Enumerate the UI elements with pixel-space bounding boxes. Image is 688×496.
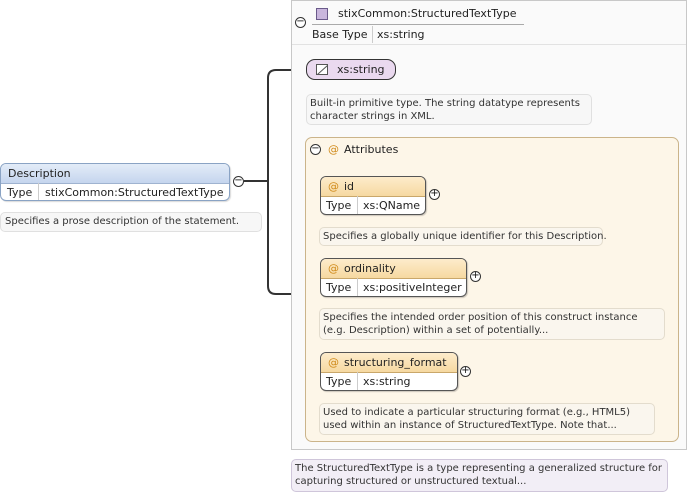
type-header-divider xyxy=(312,24,524,25)
type-documentation: The StructuredTextType is a type represe… xyxy=(291,459,668,492)
base-type-divider xyxy=(292,44,686,45)
type-header: stixCommon:StructuredTextType xyxy=(312,5,524,25)
base-type-separator xyxy=(372,26,373,43)
attribute-structuring-format[interactable]: @ structuring_format Type xs:string xyxy=(320,352,458,391)
attribute-ordinality-expand-icon[interactable]: + xyxy=(470,270,481,282)
attribute-symbol-icon: @ xyxy=(328,143,339,156)
simple-type-icon xyxy=(316,64,328,75)
description-element[interactable]: Description Type stixCommon:StructuredTe… xyxy=(0,163,230,201)
element-collapse-icon[interactable]: − xyxy=(233,175,244,187)
attribute-symbol-icon: @ xyxy=(328,180,339,193)
element-type-value: stixCommon:StructuredTextType xyxy=(45,186,224,199)
attributes-collapse-icon[interactable]: − xyxy=(310,143,321,155)
base-type-label: Base Type xyxy=(312,28,368,41)
attributes-header: − @ Attributes xyxy=(308,143,428,159)
attribute-symbol-icon: @ xyxy=(328,262,339,275)
complex-type-icon xyxy=(316,8,328,20)
attribute-name: ordinality xyxy=(344,262,396,275)
attribute-id-documentation: Specifies a globally unique identifier f… xyxy=(319,227,607,246)
attribute-ordinality[interactable]: @ ordinality Type xs:positiveInteger xyxy=(320,258,467,297)
base-type-value: xs:string xyxy=(377,28,425,41)
attribute-type-label: Type xyxy=(326,375,352,388)
attribute-id-expand-icon[interactable]: + xyxy=(429,188,440,200)
attribute-type-value: xs:string xyxy=(363,375,411,388)
type-collapse-icon[interactable]: − xyxy=(295,16,306,28)
attribute-name: structuring_format xyxy=(344,356,447,369)
simple-content-name: xs:string xyxy=(337,63,385,76)
attribute-type-label: Type xyxy=(326,199,352,212)
simple-content-node[interactable]: xs:string xyxy=(306,59,396,80)
element-type-separator xyxy=(38,183,39,200)
attribute-symbol-icon: @ xyxy=(328,356,339,369)
attribute-type-value: xs:positiveInteger xyxy=(363,281,462,294)
element-type-label: Type xyxy=(7,186,33,199)
attribute-structuring-format-documentation: Used to indicate a particular structurin… xyxy=(319,403,655,435)
element-documentation: Specifies a prose description of the sta… xyxy=(0,212,262,232)
attribute-name: id xyxy=(344,180,355,193)
element-name: Description xyxy=(8,167,71,180)
attribute-ordinality-documentation: Specifies the intended order position of… xyxy=(319,308,665,340)
base-type-row: Base Type xs:string xyxy=(312,26,426,44)
type-name: stixCommon:StructuredTextType xyxy=(338,7,517,20)
description-header: Description xyxy=(1,164,229,184)
attribute-structuring-format-expand-icon[interactable]: + xyxy=(460,365,471,377)
attribute-id[interactable]: @ id Type xs:QName xyxy=(320,176,426,215)
attributes-label: Attributes xyxy=(344,143,399,156)
simple-content-documentation: Built-in primitive type. The string data… xyxy=(306,94,592,125)
attribute-type-value: xs:QName xyxy=(363,199,421,212)
attribute-type-label: Type xyxy=(326,281,352,294)
